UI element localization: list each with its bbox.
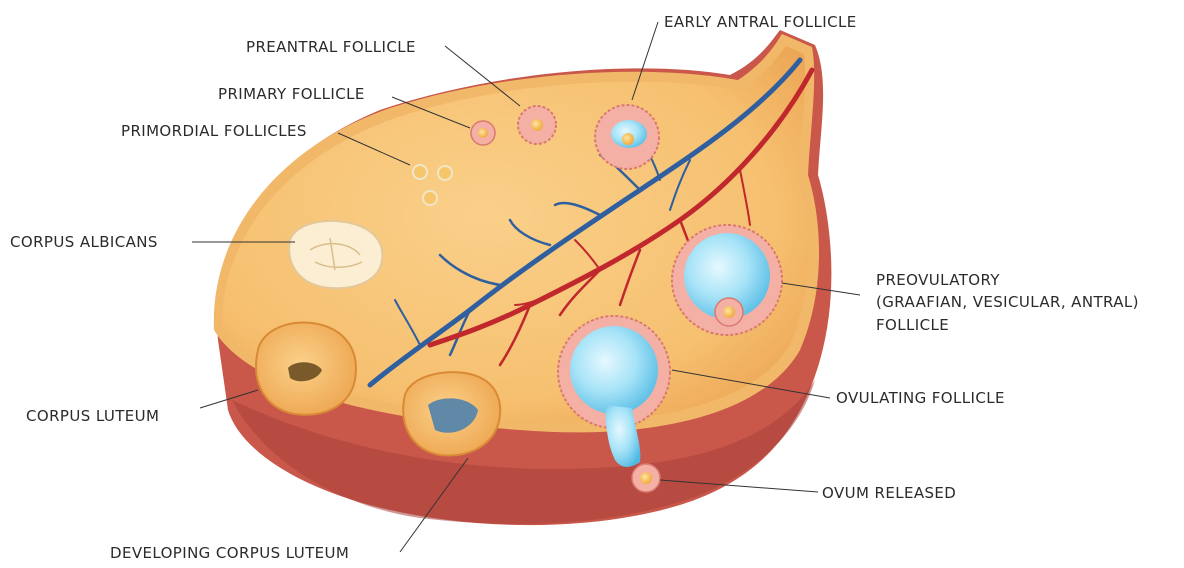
ovum-released: [632, 464, 660, 492]
early-antral-follicle: [595, 105, 659, 169]
developing-corpus-luteum: [403, 372, 500, 455]
preantral-follicle: [518, 106, 556, 144]
label-preovulatory-line3: FOLLICLE: [876, 315, 949, 335]
label-ovum-released: OVUM RELEASED: [822, 483, 956, 503]
label-preovulatory-line1: PREOVULATORY: [876, 270, 1000, 290]
primary-follicle: [471, 121, 495, 145]
label-preantral-follicle: PREANTRAL FOLLICLE: [246, 37, 416, 57]
label-developing-corpus-luteum: DEVELOPING CORPUS LUTEUM: [110, 543, 349, 563]
label-corpus-albicans: CORPUS ALBICANS: [10, 232, 158, 252]
label-corpus-luteum: CORPUS LUTEUM: [26, 406, 159, 426]
preovulatory-follicle: [672, 225, 782, 335]
corpus-albicans: [289, 221, 382, 288]
corpus-luteum: [256, 322, 356, 414]
label-primordial-follicles: PRIMORDIAL FOLLICLES: [121, 121, 307, 141]
label-preovulatory-line2: (GRAAFIAN, VESICULAR, ANTRAL): [876, 292, 1139, 312]
label-early-antral-follicle: EARLY ANTRAL FOLLICLE: [664, 12, 857, 32]
label-ovulating-follicle: OVULATING FOLLICLE: [836, 388, 1005, 408]
label-primary-follicle: PRIMARY FOLLICLE: [218, 84, 365, 104]
